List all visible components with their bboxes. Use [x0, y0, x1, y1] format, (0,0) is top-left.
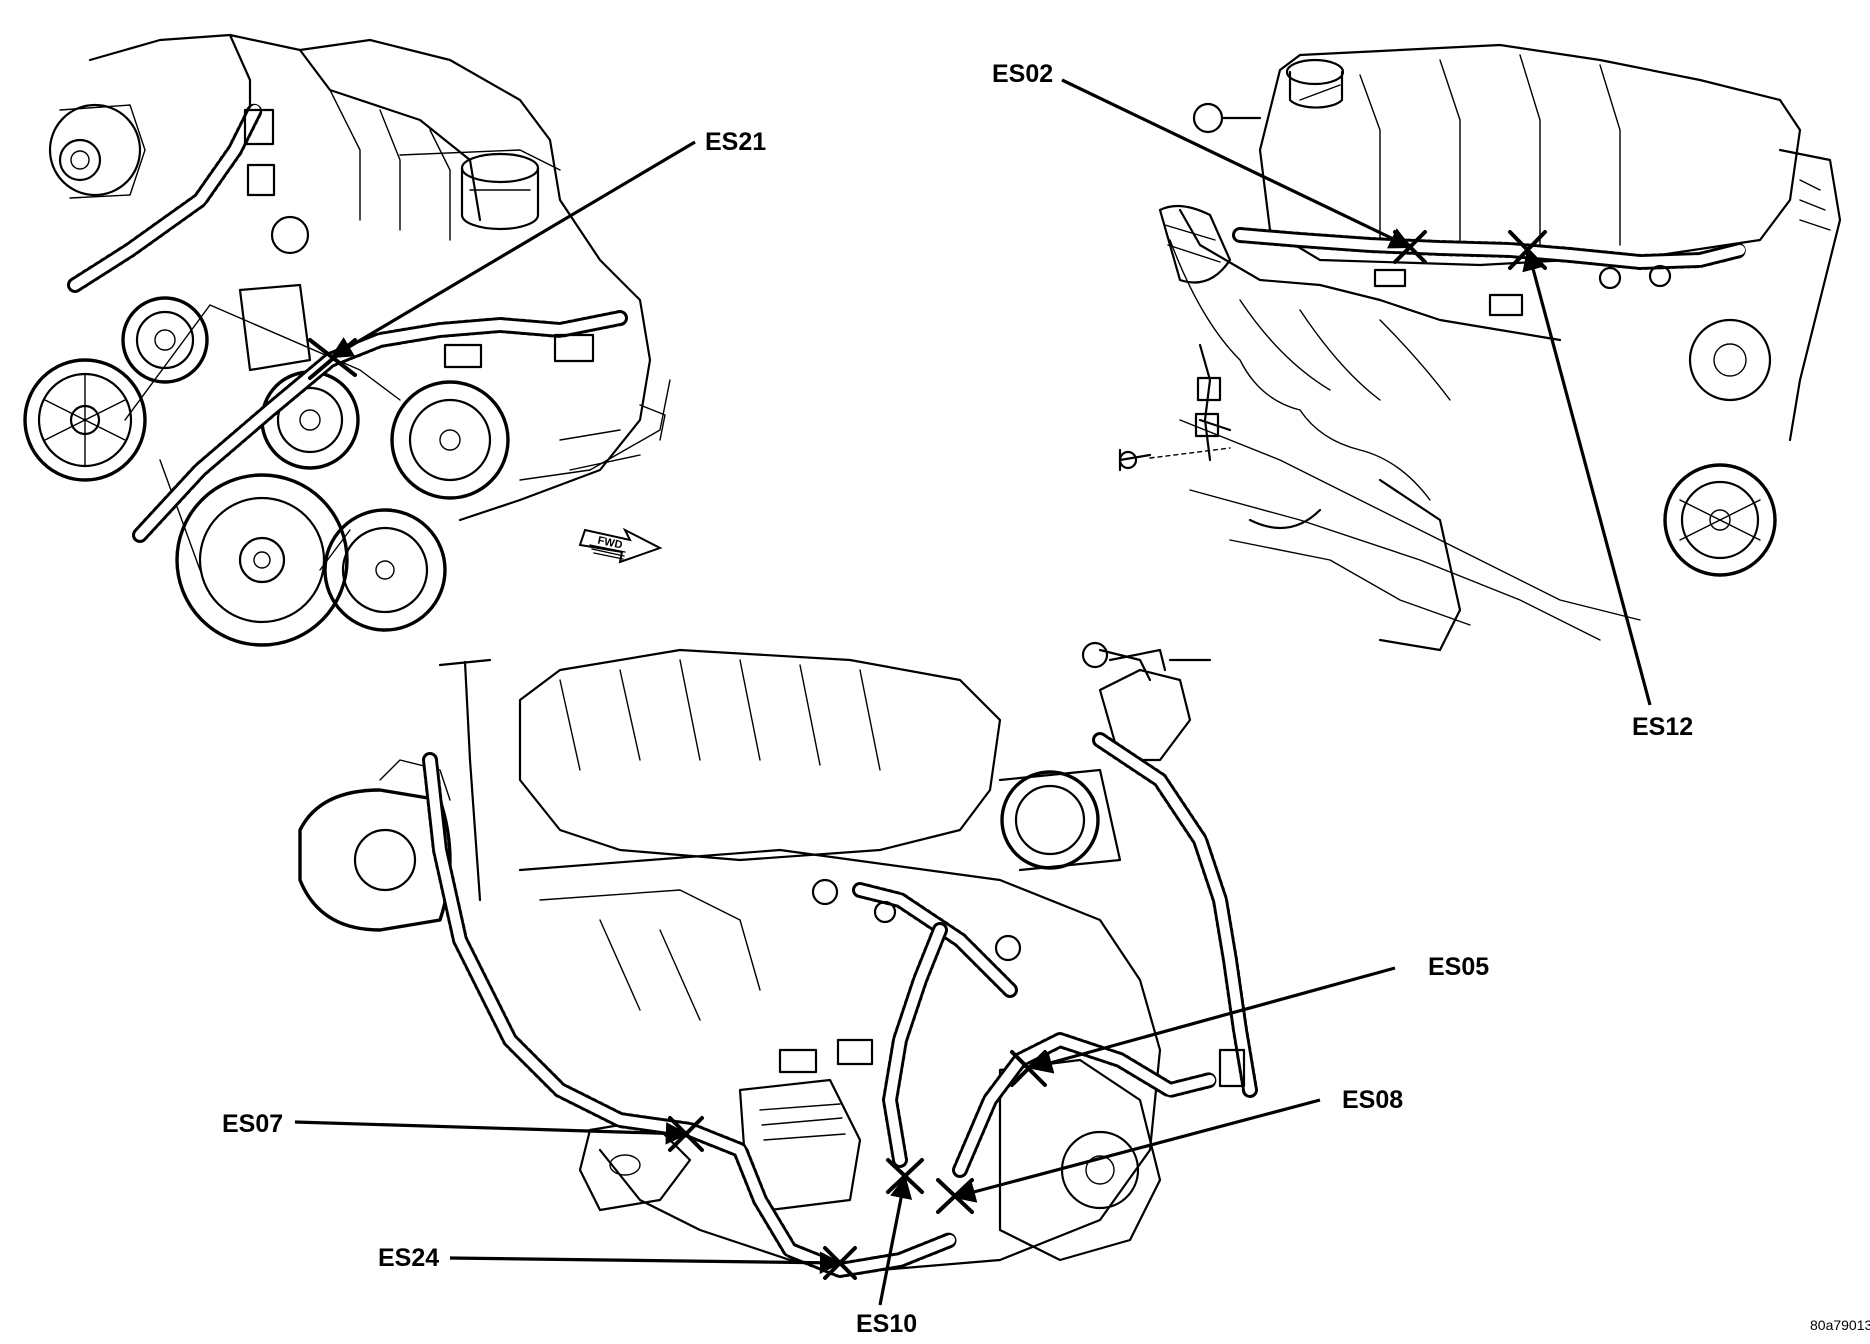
fwd-arrow-icon: FWD: [578, 527, 663, 564]
callout-labels: ES21 ES02 ES12 ES05 ES07 ES08 ES24 ES10: [222, 60, 1693, 1338]
figure-id: 80a79013: [1810, 1317, 1870, 1333]
engine-view-bottom: [298, 641, 1258, 1280]
callout-es24: ES24: [378, 1244, 439, 1272]
callout-es12: ES12: [1632, 713, 1693, 741]
callout-es02: ES02: [992, 60, 1053, 88]
callout-leaders: [294, 78, 1652, 1306]
engine-view-top-left: FWD: [23, 33, 671, 647]
engine-view-top-right: [1118, 43, 1842, 652]
callout-es10: ES10: [856, 1310, 917, 1338]
callout-es07: ES07: [222, 1110, 283, 1138]
callout-es21: ES21: [705, 128, 766, 156]
fwd-label: FWD: [596, 535, 623, 552]
callout-es08: ES08: [1342, 1086, 1403, 1114]
callout-es05: ES05: [1428, 953, 1489, 981]
